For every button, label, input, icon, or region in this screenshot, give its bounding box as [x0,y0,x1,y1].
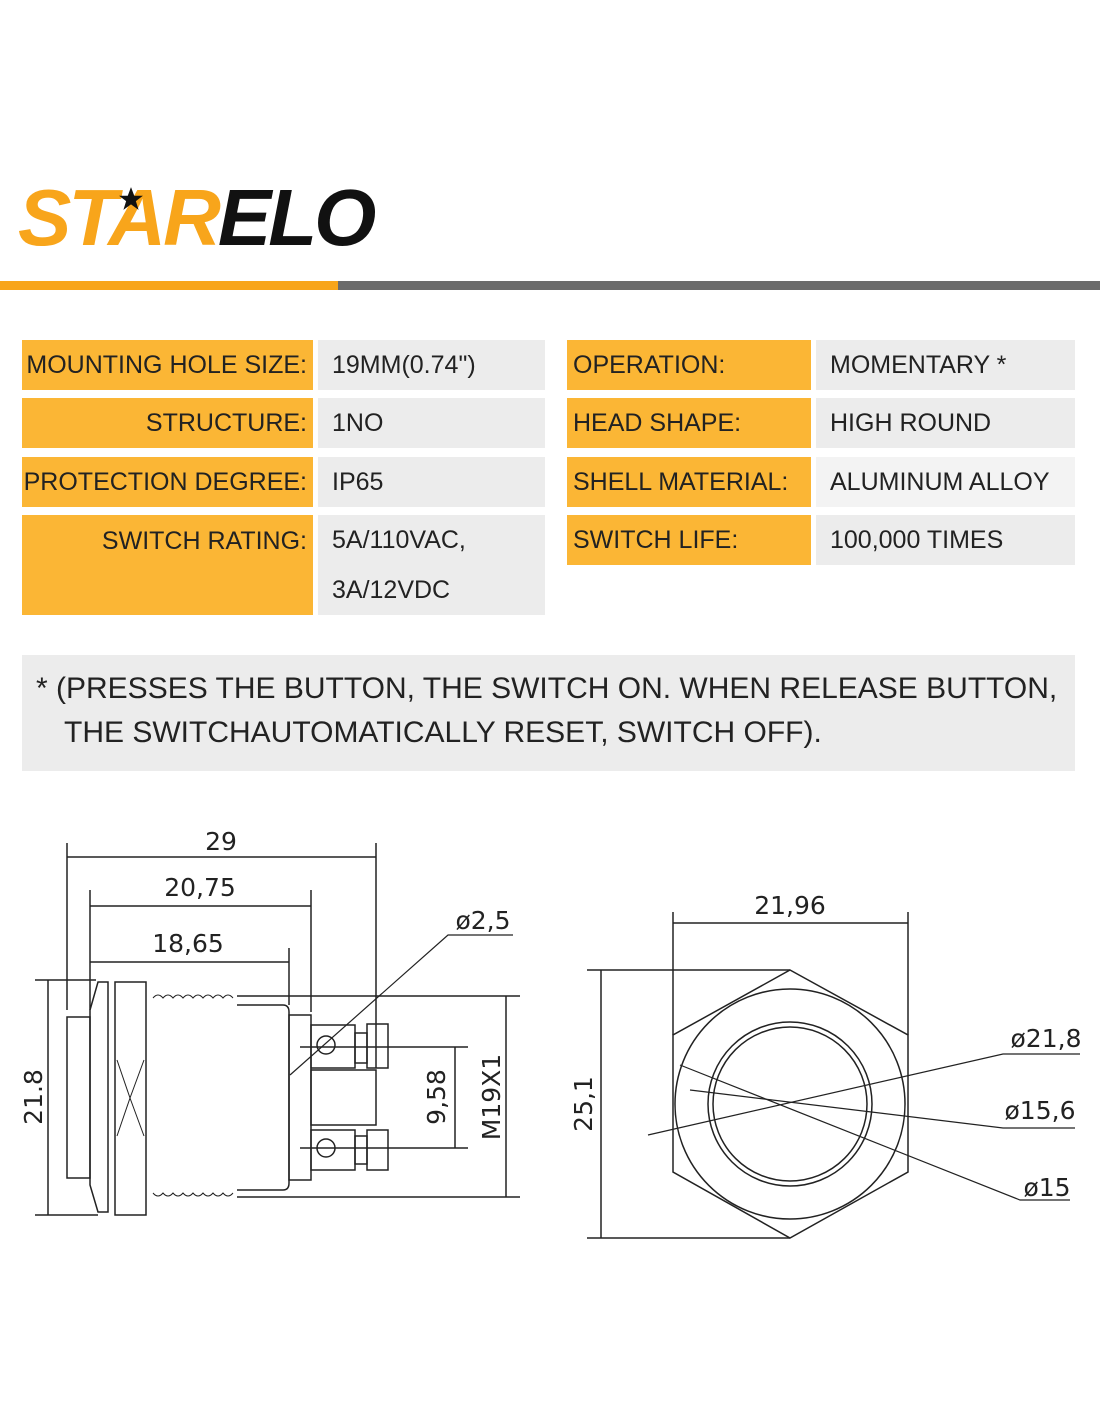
spec-value: 1NO [318,398,545,448]
spec-value: 100,000 TIMES [816,515,1075,565]
spec-label: STRUCTURE: [22,398,313,448]
note-line-1: * (PRESSES THE BUTTON, THE SWITCH ON. WH… [36,672,1058,705]
dim-thread-spec: M19X1 [477,1054,506,1140]
dim-ring: ø15,6 [1005,1096,1076,1125]
operation-note: * (PRESSES THE BUTTON, THE SWITCH ON. WH… [22,655,1075,771]
front-view: 21,96 25,1 ø21,8 ø15,6 ø15 [569,891,1082,1239]
dim-hex-corner: 25,1 [569,1076,598,1132]
accent-divider [0,281,338,290]
logo-orange-part: STAR [18,173,221,262]
spec-label: OPERATION: [567,340,811,390]
dim-outer: ø21,8 [1011,1024,1082,1053]
spec-value: IP65 [318,457,545,507]
spec-label: SWITCH LIFE: [567,515,811,565]
dim-body: 20,75 [164,873,236,902]
spec-value: 5A/110VAC, [318,515,545,565]
dim-height: 21.8 [19,1069,48,1125]
dim-button: ø15 [1023,1173,1070,1202]
star-icon [119,187,143,210]
spec-label: MOUNTING HOLE SIZE: [22,340,313,390]
spec-value: MOMENTARY * [816,340,1075,390]
dim-total: 29 [205,827,237,856]
spec-label: HEAD SHAPE: [567,398,811,448]
spec-value: ALUMINUM ALLOY [816,457,1075,507]
gray-divider [338,281,1100,290]
dim-terminal-hole: ø2,5 [455,906,510,935]
spec-value-2: 3A/12VDC [318,565,545,615]
dim-terminal-pitch: 9,58 [422,1069,451,1125]
side-view: 29 20,75 18,65 ø2,5 21.8 9,58 M19X1 [19,827,520,1216]
dim-thread: 18,65 [152,929,224,958]
dim-hex-flat: 21,96 [754,891,826,920]
brand-logo: STARELO [18,178,376,258]
spec-label: SHELL MATERIAL: [567,457,811,507]
spec-label: PROTECTION DEGREE: [22,457,313,507]
logo-black-part: ELO [217,173,376,262]
spec-value: HIGH ROUND [816,398,1075,448]
spec-value: 19MM(0.74") [318,340,545,390]
spec-label: SWITCH RATING: [22,515,313,615]
note-line-2: THE SWITCHAUTOMATICALLY RESET, SWITCH OF… [64,716,822,749]
